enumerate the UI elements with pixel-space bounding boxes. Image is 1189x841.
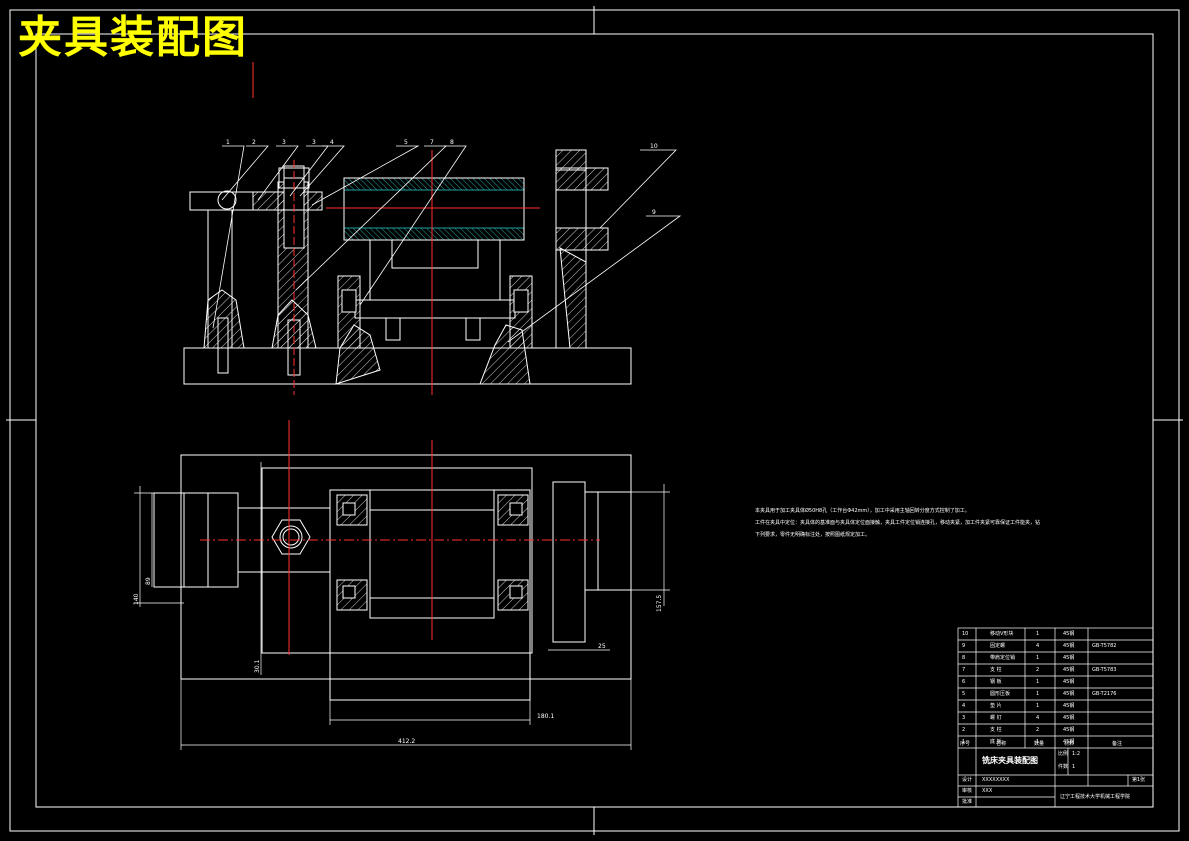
top-view: [153, 420, 632, 701]
table-cell: 45钢: [1063, 631, 1075, 637]
table-cell: 45钢: [1063, 679, 1075, 685]
parts-table: [957, 627, 1154, 808]
dimension-labels: 89 140 157.5 30.1 25 180.1 412.2: [133, 577, 663, 745]
table-cell: 10: [962, 631, 969, 637]
table-cell: 2: [1036, 667, 1040, 673]
dim-25: 25: [598, 643, 606, 650]
sheet-label: 件数: [1058, 764, 1069, 770]
callout-leaders: [212, 145, 682, 343]
note-line: 工件在夹具中定位：夹具体的基准面与夹具体定位面接触，夹具工件定位销连接孔，移动夹…: [755, 520, 1041, 526]
table-cell: 2: [962, 727, 966, 733]
base-plate-top: [180, 454, 632, 680]
dimension-lines: [134, 462, 670, 750]
table-cell: 固定螺: [990, 643, 1006, 649]
drawing-no: XXXXXXXX: [982, 777, 1010, 783]
table-cell: 45钢: [1063, 655, 1075, 661]
svg-text:4: 4: [330, 139, 334, 146]
approve-label: 批准: [962, 799, 973, 805]
table-cell: 45钢: [1063, 643, 1075, 649]
table-cell: 7: [962, 667, 966, 673]
dim-89: 89: [145, 577, 152, 585]
table-cell: 1: [962, 739, 966, 745]
table-cell: 1: [1036, 739, 1040, 745]
table-cell: 3: [962, 715, 966, 721]
table-cell: GB-T2176: [1092, 691, 1117, 697]
checker: XXX: [982, 788, 993, 794]
table-cell: 底 板: [990, 739, 1002, 745]
table-cell: 1: [1036, 655, 1040, 661]
school-name: 辽宁工程技术大学机械工程学院: [1060, 794, 1131, 800]
table-header: 名称: [996, 741, 1007, 747]
callout-labels: 1 2 3 3 4 5 7 8 10 9: [226, 139, 658, 216]
table-cell: 45钢: [1063, 739, 1075, 745]
scale-value: 1:2: [1072, 751, 1081, 757]
table-cell: 支 柱: [990, 667, 1002, 673]
table-cell: 钢 板: [990, 679, 1002, 685]
table-cell: 45钢: [1063, 715, 1075, 721]
scale-label: 比例: [1058, 751, 1069, 757]
table-cell: 支 柱: [990, 727, 1002, 733]
table-cell: 1: [1036, 691, 1040, 697]
table-cell: GB-T5783: [1092, 667, 1117, 673]
table-cell: 移动V形块: [990, 631, 1014, 637]
table-cell: 2: [1036, 727, 1040, 733]
table-cell: 垫 片: [990, 703, 1002, 709]
table-header: 数量: [1034, 741, 1045, 747]
sheet-of: 第1张: [1132, 777, 1146, 783]
table-cell: GB-T5782: [1092, 643, 1117, 649]
drawing-name: 铣床夹具装配图: [982, 756, 1038, 765]
svg-text:8: 8: [450, 139, 454, 146]
note-line: 下列要求，零件无明确标注处，按照图纸规定加工。: [755, 532, 871, 538]
table-cell: 8: [962, 655, 966, 661]
table-header: 备注: [1112, 741, 1123, 747]
designer-label: 设计: [962, 777, 973, 783]
workpiece: [343, 177, 525, 191]
front-view: [183, 62, 632, 395]
table-cell: 螺 钉: [990, 715, 1002, 721]
table-cell: 带肩定位销: [990, 655, 1016, 661]
table-cell: 9: [962, 643, 966, 649]
dim-140: 140: [133, 593, 140, 605]
table-cell: 4: [1036, 715, 1040, 721]
svg-text:2: 2: [252, 139, 256, 146]
table-cell: 1: [1036, 631, 1040, 637]
dim-412: 412.2: [398, 738, 415, 745]
table-header: 材料: [1064, 741, 1075, 747]
technical-notes: 本夹具用于加工夹具体Ø50H8孔（工作台Φ42mm），加工中采用主轴回转分度方式…: [755, 505, 1055, 541]
table-cell: 1: [1036, 703, 1040, 709]
svg-text:3: 3: [282, 139, 286, 146]
svg-text:7: 7: [430, 139, 434, 146]
table-header: 序号: [960, 741, 971, 747]
table-cell: 圆形压板: [990, 691, 1011, 697]
table-cell: 5: [962, 691, 966, 697]
base-plate: [183, 347, 632, 385]
sheet-value: 1: [1072, 764, 1076, 770]
svg-text:3: 3: [312, 139, 316, 146]
table-cell: 45钢: [1063, 691, 1075, 697]
svg-text:1: 1: [226, 139, 230, 146]
table-cell: 1: [1036, 679, 1040, 685]
checker-label: 审核: [962, 788, 973, 794]
dim-30: 30.1: [254, 659, 261, 673]
svg-text:5: 5: [404, 139, 408, 146]
svg-text:10: 10: [650, 143, 658, 150]
drawing-title: 夹具装配图: [18, 12, 248, 63]
table-cell: 4: [1036, 643, 1040, 649]
table-cell: 45钢: [1063, 727, 1075, 733]
table-cell: 6: [962, 679, 966, 685]
table-cell: 45钢: [1063, 667, 1075, 673]
sheet-border: [6, 6, 1183, 835]
dim-180: 180.1: [537, 713, 554, 720]
pivot-pin: [217, 190, 237, 210]
note-line: 本夹具用于加工夹具体Ø50H8孔（工作台Φ42mm），加工中采用主轴回转分度方式…: [755, 508, 970, 514]
table-cell: 45钢: [1063, 703, 1075, 709]
table-cell: 4: [962, 703, 966, 709]
svg-text:9: 9: [652, 209, 656, 216]
dim-157: 157.5: [656, 595, 663, 612]
